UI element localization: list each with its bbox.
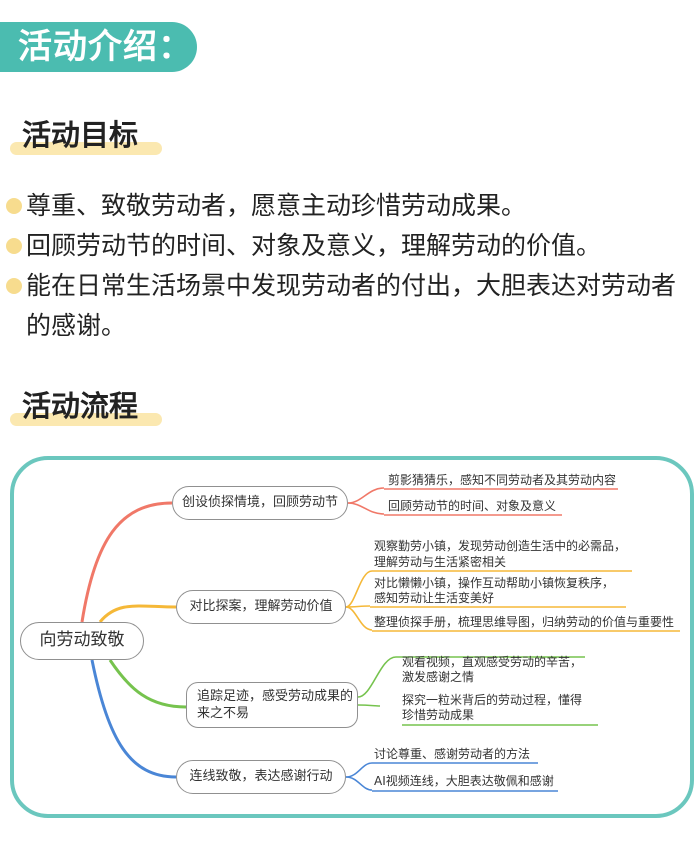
connector-leaf — [345, 605, 371, 608]
mindmap-leaf: 整理侦探手册，梳理思维导图，归纳劳动的价值与重要性 — [374, 615, 675, 629]
bullet-dot-icon — [6, 278, 22, 294]
connector-leaf — [345, 776, 373, 791]
connector-leaf — [357, 704, 381, 707]
goals-list: 尊重、致敬劳动者，愿意主动珍惜劳动成果。 回顾劳动节的时间、对象及意义，理解劳动… — [4, 186, 694, 346]
goals-section-title: 活动目标 — [10, 115, 162, 155]
title-highlight — [10, 142, 162, 155]
mindmap-leaf: AI视频连线，大胆表达敬佩和感谢 — [374, 774, 554, 788]
flow-title-text: 活动流程 — [22, 389, 139, 423]
goal-item: 能在日常生活场景中发现劳动者的付出，大胆表达对劳动者 — [4, 266, 694, 306]
mindmap-branch-3: 追踪足迹，感受劳动成果的 来之不易 — [186, 682, 358, 728]
flow-section-title: 活动流程 — [10, 386, 162, 426]
goal-item-continuation: 的感谢。 — [26, 311, 127, 340]
mindmap-root: 向劳动致敬 — [20, 622, 144, 660]
connector-branch-3 — [108, 659, 187, 709]
title-highlight — [10, 413, 162, 426]
bullet-dot-icon — [6, 238, 22, 254]
mindmap-leaf: 探究一粒米背后的劳动过程，懂得 — [402, 693, 583, 707]
connector-leaf — [345, 570, 373, 608]
connector-leaf — [347, 502, 385, 515]
connector-leaf — [345, 606, 373, 631]
connector-branch-1 — [80, 501, 173, 623]
goals-title-text: 活动目标 — [22, 118, 139, 152]
mindmap-leaf: 珍惜劳动成果 — [402, 708, 475, 722]
header-banner: 活动介绍： — [0, 22, 197, 72]
mindmap-branch-1: 创设侦探情境，回顾劳动节 — [172, 486, 348, 520]
mindmap-leaf: 对比懒懒小镇，操作互动帮助小镇恢复秩序， — [374, 576, 615, 590]
goal-item: 回顾劳动节的时间、对象及意义，理解劳动的价值。 — [4, 226, 694, 266]
mindmap-leaf: 观看视频，直观感受劳动的辛苦， — [402, 655, 583, 669]
mindmap-leaf: 感知劳动让生活变美好 — [374, 591, 495, 605]
mindmap-leaf: 讨论尊重、感谢劳动者的方法 — [374, 747, 531, 761]
mindmap-leaf: 激发感谢之情 — [402, 670, 475, 684]
connector-branch-4 — [90, 659, 177, 779]
connector-branch-2 — [98, 604, 177, 623]
goal-item: 尊重、致敬劳动者，愿意主动珍惜劳动成果。 — [4, 186, 694, 226]
mindmap-branch-2: 对比探案，理解劳动价值 — [176, 590, 346, 624]
mindmap-branch-4: 连线致敬，表达感谢行动 — [176, 760, 346, 794]
mindmap-leaf: 观察勤劳小镇，发现劳动创造生活中的必需品， — [374, 539, 627, 553]
connector-leaf — [345, 762, 373, 778]
bullet-dot-icon — [6, 198, 22, 214]
page-title: 活动介绍： — [18, 27, 193, 67]
mindmap-leaf: 回顾劳动节的时间、对象及意义 — [388, 499, 557, 513]
connector-leaf — [357, 656, 397, 698]
mindmap-leaf: 理解劳动与生活紧密相关 — [374, 555, 507, 569]
connector-leaf — [347, 487, 385, 504]
mindmap-leaf: 剪影猜猜乐，感知不同劳动者及其劳动内容 — [388, 473, 617, 487]
